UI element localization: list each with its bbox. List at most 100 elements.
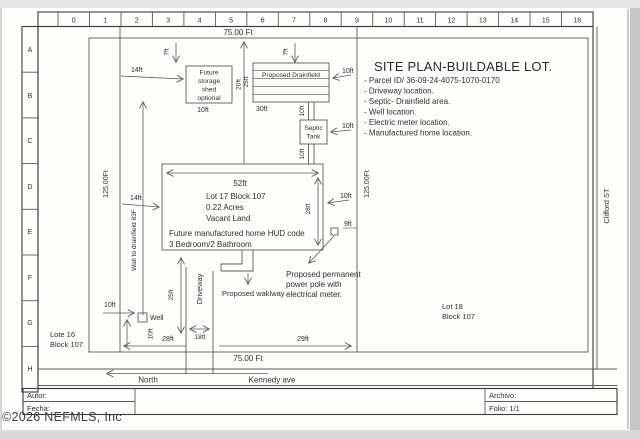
- shed-height-label: 20ft: [236, 79, 243, 90]
- ruler-col-2: 2: [135, 17, 139, 24]
- house-height-label: 28ft: [305, 203, 312, 214]
- note-well: - Well location.: [364, 108, 416, 117]
- septic-label-2: Tank: [307, 134, 322, 141]
- house-lot-label: Lot 17 Block 107: [206, 192, 266, 201]
- footer-autor-label: Autor:: [27, 391, 47, 400]
- shed-label-1: Future: [199, 70, 218, 77]
- ruler-col-14: 14: [510, 17, 518, 24]
- north-label: North: [138, 376, 158, 385]
- drainfield-setback-right-label: 10ft: [342, 68, 354, 75]
- shed-label-2: storage: [198, 78, 220, 85]
- note-home: - Manufactured home location.: [364, 129, 472, 138]
- ruler-col-8: 8: [324, 17, 328, 24]
- walkway: Proposed waklway: [220, 250, 285, 298]
- wall-to-drainfield: Wall to drainfield 83F: [131, 100, 147, 315]
- meter-offset-label: 9ft: [344, 221, 352, 228]
- shed-setback-left-label: 14ft: [131, 67, 143, 74]
- ruler-col-5: 5: [229, 17, 233, 24]
- septic-setback-right-arrow: [329, 127, 352, 136]
- lot18-label-1: Lot 18: [442, 302, 463, 311]
- ruler-row-f: F: [28, 275, 32, 282]
- footer-title-block: Autor: Fecha: Archivo: Folio: 1/1: [22, 387, 618, 416]
- ruler-row-h: H: [27, 366, 32, 373]
- ruler-col-1: 1: [103, 17, 107, 24]
- shed-label-4: optional: [197, 95, 221, 102]
- house: 52ft Lot 17 Block 107 0.22 Acres Vacant …: [121, 163, 352, 251]
- shed-setback-top-label: 7ft: [164, 48, 171, 55]
- street-kennedy: North Kennedy ave: [38, 368, 617, 386]
- ruler-col-12: 12: [448, 17, 456, 24]
- ruler-row-a: A: [28, 47, 33, 54]
- house-bed-bath-label: 3 Bedroom/2 Bathroom: [169, 240, 252, 249]
- house-setback-right-arrow: [326, 198, 350, 206]
- note-parcel-id: - Parcel ID/ 36-09-24-4075-1070-0170: [364, 76, 500, 85]
- driveway-label: Driveway: [195, 273, 204, 304]
- ruler-row-e: E: [28, 229, 33, 236]
- lot16-label-1: Lote 16: [50, 330, 75, 339]
- note-septic: - Septic- Drainfield area.: [364, 97, 450, 106]
- power-note-2: power pole with: [286, 280, 342, 289]
- shed-label-3: shed: [202, 87, 217, 94]
- septic-system: 10ft Septic Tank 10ft 10ft: [299, 102, 354, 164]
- ruler-col-7: 7: [292, 17, 296, 24]
- ruler-col-6: 6: [261, 17, 265, 24]
- ruler-col-13: 13: [479, 17, 487, 24]
- ruler-col-9: 9: [355, 17, 359, 24]
- septic-label-1: Septic: [304, 125, 323, 132]
- top-setback-arrows: 7ft 7ft: [164, 40, 299, 164]
- house-setback-left-label: 14ft: [130, 195, 142, 202]
- pipe-upper-label: 10ft: [299, 105, 306, 116]
- neighbor-lots: Lote 16 Block 107 Lot 18 Block 107: [50, 302, 475, 349]
- ruler-row-g: G: [27, 320, 32, 327]
- house-hud-label: Future manufactured home HUD code: [169, 229, 305, 238]
- note-driveway: - Driveway location.: [364, 87, 434, 96]
- clifford-st-label: Clifford ST: [602, 188, 611, 224]
- power-note-1: Proposed permanent: [286, 270, 361, 279]
- house-setback-right-label: 10ft: [340, 193, 352, 200]
- septic-setback-right-label: 10ft: [342, 123, 354, 130]
- note-electric: - Electric meter location.: [364, 118, 450, 127]
- title-block-notes: SITE PLAN-BUILDABLE LOT. - Parcel ID/ 36…: [364, 59, 552, 138]
- shed-width-label: 10ft: [197, 107, 209, 114]
- kennedy-ave-label: Kennedy ave: [249, 376, 296, 385]
- ruler-col-16: 16: [573, 17, 581, 24]
- drainfield-label: Proposed Drainfield: [262, 72, 320, 79]
- ruler-row-d: D: [27, 184, 32, 191]
- electric-meter-square: [330, 227, 339, 236]
- lot-depth-left-label: 125.00Ft: [103, 170, 110, 198]
- driveway-width-label: 18ft: [195, 334, 206, 341]
- right-segment-label: 29ft: [297, 336, 309, 343]
- lot18-label-2: Block 107: [442, 312, 475, 321]
- power-note-3: electrical meter.: [286, 290, 342, 299]
- well-label: Well: [150, 315, 164, 322]
- shed-setback-left-arrow: [120, 74, 185, 83]
- top-ruler: 0 1 2 3 4 5 6 7 8 9 10 11 12 13 14 15 16: [37, 11, 594, 28]
- lot-block: [88, 26, 589, 353]
- driveway-length-label: 25ft: [168, 289, 175, 300]
- frontage-dimensions: 28ft 29ft 75.00 Ft: [122, 336, 353, 363]
- ruler-row-c: C: [27, 138, 32, 145]
- ruler-col-11: 11: [416, 17, 423, 24]
- plan-title: SITE PLAN-BUILDABLE LOT.: [374, 59, 552, 74]
- lot-depth-right-label: 125.00Ft: [364, 170, 371, 198]
- left-segment-label: 28ft: [162, 336, 174, 343]
- well-setback-label: 10ft: [104, 302, 116, 309]
- wall-to-drainfield-label: Wall to drainfield 83F: [131, 209, 138, 271]
- drainfield-width-label: 30ft: [256, 106, 268, 113]
- drainfield-setback-top-label: 7ft: [283, 48, 290, 55]
- lot-width-top-label: 75.00 Ft: [223, 28, 253, 37]
- driveway: Driveway 25ft 18ft: [168, 256, 214, 374]
- street-clifford: Clifford ST: [596, 26, 611, 369]
- power-pole-leader: [308, 235, 335, 264]
- lot-width-bottom-label: 75.00 Ft: [233, 354, 263, 363]
- house-land-label: Vacant Land: [206, 214, 250, 223]
- ruler-col-15: 15: [542, 17, 550, 24]
- walkway-label: Proposed waklway: [222, 289, 285, 298]
- house-acres-label: 0.22 Acres: [206, 203, 244, 212]
- septic-tank: [299, 119, 328, 145]
- house-width-label: 52ft: [233, 179, 247, 188]
- drainfield-height-label: 25ft: [243, 76, 250, 87]
- drainfield: Proposed Drainfield 25ft 30ft 10ft: [243, 62, 354, 113]
- well-square: [137, 312, 148, 323]
